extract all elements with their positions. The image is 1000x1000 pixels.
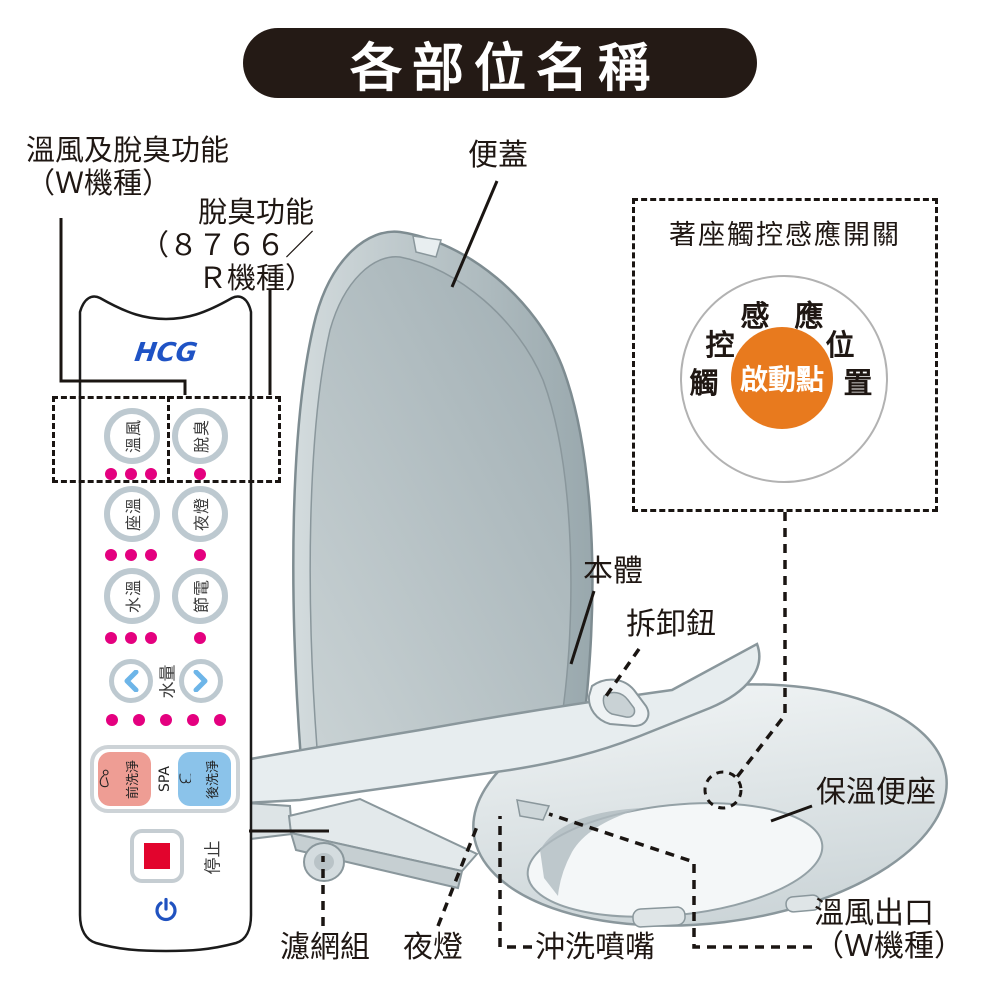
leader-sensor xyxy=(735,512,787,779)
power-icon xyxy=(155,897,177,922)
leader-warm-air-outlet xyxy=(548,812,812,949)
water-temp-button[interactable]: 水溫 xyxy=(104,568,160,624)
level-dot xyxy=(145,632,157,644)
page-title: 各部位名稱 xyxy=(349,38,660,99)
function-group-box xyxy=(52,396,281,483)
sensor-target-circle xyxy=(703,770,743,810)
leader-heated-seat xyxy=(770,804,813,823)
lid-damper-notch xyxy=(412,235,442,258)
level-dot xyxy=(194,468,206,480)
leader-wash-nozzle xyxy=(498,816,532,949)
leader-lid xyxy=(450,180,499,288)
callout-deodorize: 脫臭功能 （８７６６／ Ｒ機種） xyxy=(139,195,314,295)
seat-foot xyxy=(632,906,686,928)
sensor-char-ying: 應 xyxy=(794,299,824,333)
sensor-char-zhi: 置 xyxy=(843,366,873,400)
function-group-divider xyxy=(167,396,170,483)
sensor-box-title: 著座觸控感應開關 xyxy=(669,220,901,251)
callout-warm-air-deodorize: 溫風及脫臭功能 （Ｗ機種） xyxy=(26,133,230,200)
rear-wash-icon xyxy=(179,773,191,784)
sensor-char-kong: 控 xyxy=(705,328,735,362)
callout-body: 本體 xyxy=(583,554,643,589)
level-dot xyxy=(105,468,117,480)
level-dot xyxy=(187,714,199,726)
level-dot xyxy=(125,549,137,561)
level-dot xyxy=(133,714,145,726)
sensor-inset-box: 著座觸控感應開關 啟動點 感 應 控 位 觸 置 xyxy=(632,198,938,512)
spa-label: SPA xyxy=(157,765,174,793)
stop-square-icon xyxy=(144,843,170,869)
water-volume-down-button[interactable] xyxy=(109,659,153,703)
sensor-char-chu: 觸 xyxy=(689,366,719,400)
title-banner: 各部位名稱 xyxy=(243,28,757,99)
brand-logo: HCG xyxy=(132,338,200,368)
callout-lid: 便蓋 xyxy=(468,138,528,173)
level-dot xyxy=(160,714,172,726)
detach-button-hook xyxy=(602,691,636,718)
front-wash-button[interactable]: 前洗淨 xyxy=(98,752,151,806)
power-button[interactable] xyxy=(153,897,179,927)
leader-body xyxy=(569,590,596,665)
seat-opening-shadow xyxy=(540,808,642,896)
sensor-activation-point: 啟動點 xyxy=(731,327,833,429)
chevron-right-icon xyxy=(193,670,208,692)
leader-detach-button xyxy=(602,647,641,701)
sensor-char-gan: 感 xyxy=(740,299,770,333)
callout-filter-set: 濾網組 xyxy=(280,930,370,965)
body-shape xyxy=(181,642,761,806)
stop-button[interactable] xyxy=(130,829,184,883)
leader-night-light xyxy=(436,823,480,927)
level-dot xyxy=(105,632,117,644)
level-dot xyxy=(214,714,226,726)
water-volume-up-button[interactable] xyxy=(179,659,223,703)
callout-warm-air-outlet: 溫風出口 （Ｗ機種） xyxy=(814,896,964,964)
water-volume-label: 水量 xyxy=(158,664,179,698)
rear-wash-button[interactable]: 後洗淨 xyxy=(178,752,231,806)
sensor-char-wei: 位 xyxy=(825,328,855,362)
level-dot xyxy=(194,549,206,561)
level-dot xyxy=(194,632,206,644)
chevron-left-icon xyxy=(124,670,139,692)
callout-detach-button: 拆卸鈕 xyxy=(626,607,716,642)
power-save-button[interactable]: 節電 xyxy=(172,568,228,624)
level-dot xyxy=(125,468,137,480)
level-dot xyxy=(105,549,117,561)
callout-wash-nozzle: 沖洗噴嘴 xyxy=(535,930,655,965)
level-dot xyxy=(125,632,137,644)
level-dot xyxy=(145,549,157,561)
lid-inner-face xyxy=(309,256,572,749)
callout-night-light: 夜燈 xyxy=(403,930,463,965)
callout-heated-seat: 保溫便座 xyxy=(816,775,936,810)
night-light-button[interactable]: 夜燈 xyxy=(172,486,228,542)
level-dot xyxy=(106,714,118,726)
leader-warm-air-deodorize xyxy=(59,218,187,395)
warm-air-button[interactable]: 溫風 xyxy=(104,408,160,464)
seat-temp-button[interactable]: 座溫 xyxy=(104,486,160,542)
nozzle-shape xyxy=(516,799,551,821)
deodorize-button[interactable]: 脫臭 xyxy=(172,408,228,464)
stop-label: 停止 xyxy=(203,840,224,874)
front-wash-icon xyxy=(99,769,109,788)
seat-foot xyxy=(785,894,821,913)
level-dot xyxy=(145,468,157,480)
